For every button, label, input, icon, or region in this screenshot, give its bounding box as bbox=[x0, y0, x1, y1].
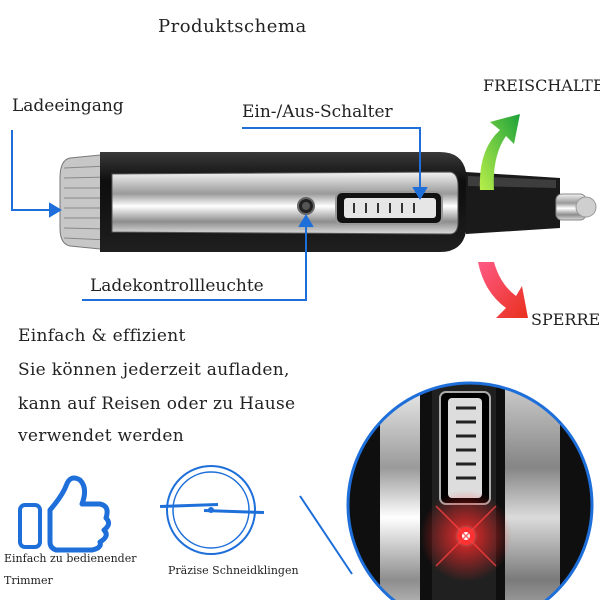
label-sperren: SPERREN bbox=[531, 310, 600, 329]
description-line-2: Sie können jederzeit aufladen, bbox=[18, 360, 290, 380]
arrow-down-icon bbox=[478, 262, 528, 318]
arrow-up-icon bbox=[479, 114, 520, 190]
description-line-1: Einfach & effizient bbox=[18, 326, 186, 346]
description-line-3: kann auf Reisen oder zu Hause bbox=[18, 394, 296, 414]
label-ladeeingang: Ladeeingang bbox=[12, 96, 124, 116]
label-kontrollleuchte: Ladekontrollleuchte bbox=[90, 276, 264, 296]
thumbs-up-icon bbox=[18, 475, 112, 553]
feature-blades-label: Präzise Schneidklingen bbox=[168, 564, 299, 577]
label-schalter: Ein-/Aus-Schalter bbox=[242, 102, 393, 122]
feature-easy-label-2: Trimmer bbox=[4, 574, 53, 587]
feature-easy-label: Einfach zu bedienender bbox=[4, 552, 137, 565]
label-freischalten: FREISCHALTEN bbox=[483, 76, 600, 95]
zoom-detail bbox=[299, 381, 594, 600]
trimmer-device bbox=[59, 152, 597, 252]
callout-lines bbox=[11, 127, 428, 301]
page-title: Produktschema bbox=[158, 16, 307, 37]
blade-circle-icon bbox=[159, 465, 265, 555]
description-line-4: verwendet werden bbox=[18, 426, 184, 446]
